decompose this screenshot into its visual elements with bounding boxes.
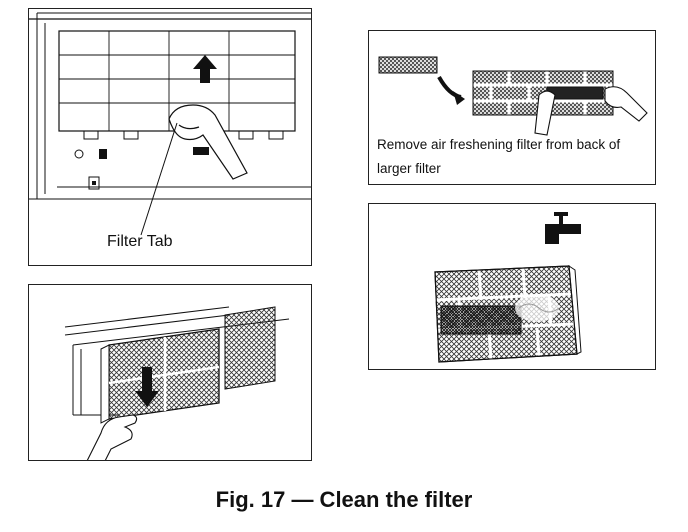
hand-icon [534,86,648,136]
remove-instruction-line-2: larger filter [377,161,441,176]
up-arrow-icon [193,55,217,83]
curved-arrow-icon [437,76,465,105]
down-arrow-icon [135,367,159,407]
faucet-icon [545,212,581,244]
hand-icon [168,104,248,180]
remove-freshening-drawing [378,56,648,136]
remove-instruction-line-1: Remove air freshening filter from back o… [377,137,621,152]
rinse-filter-drawing [434,212,582,363]
hand-icon [86,414,138,460]
filter-tab-label: Filter Tab [107,233,173,250]
slide-filter-drawing [64,306,290,460]
rinse-filter-illustration [368,203,656,370]
slide-filter-illustration [28,284,312,461]
remove-freshening-illustration: Remove air freshening filter from back o… [368,30,656,185]
open-unit-drawing [29,12,311,236]
open-unit-illustration: Filter Tab [28,8,312,266]
figure-caption: Fig. 17 — Clean the filter [215,487,473,512]
